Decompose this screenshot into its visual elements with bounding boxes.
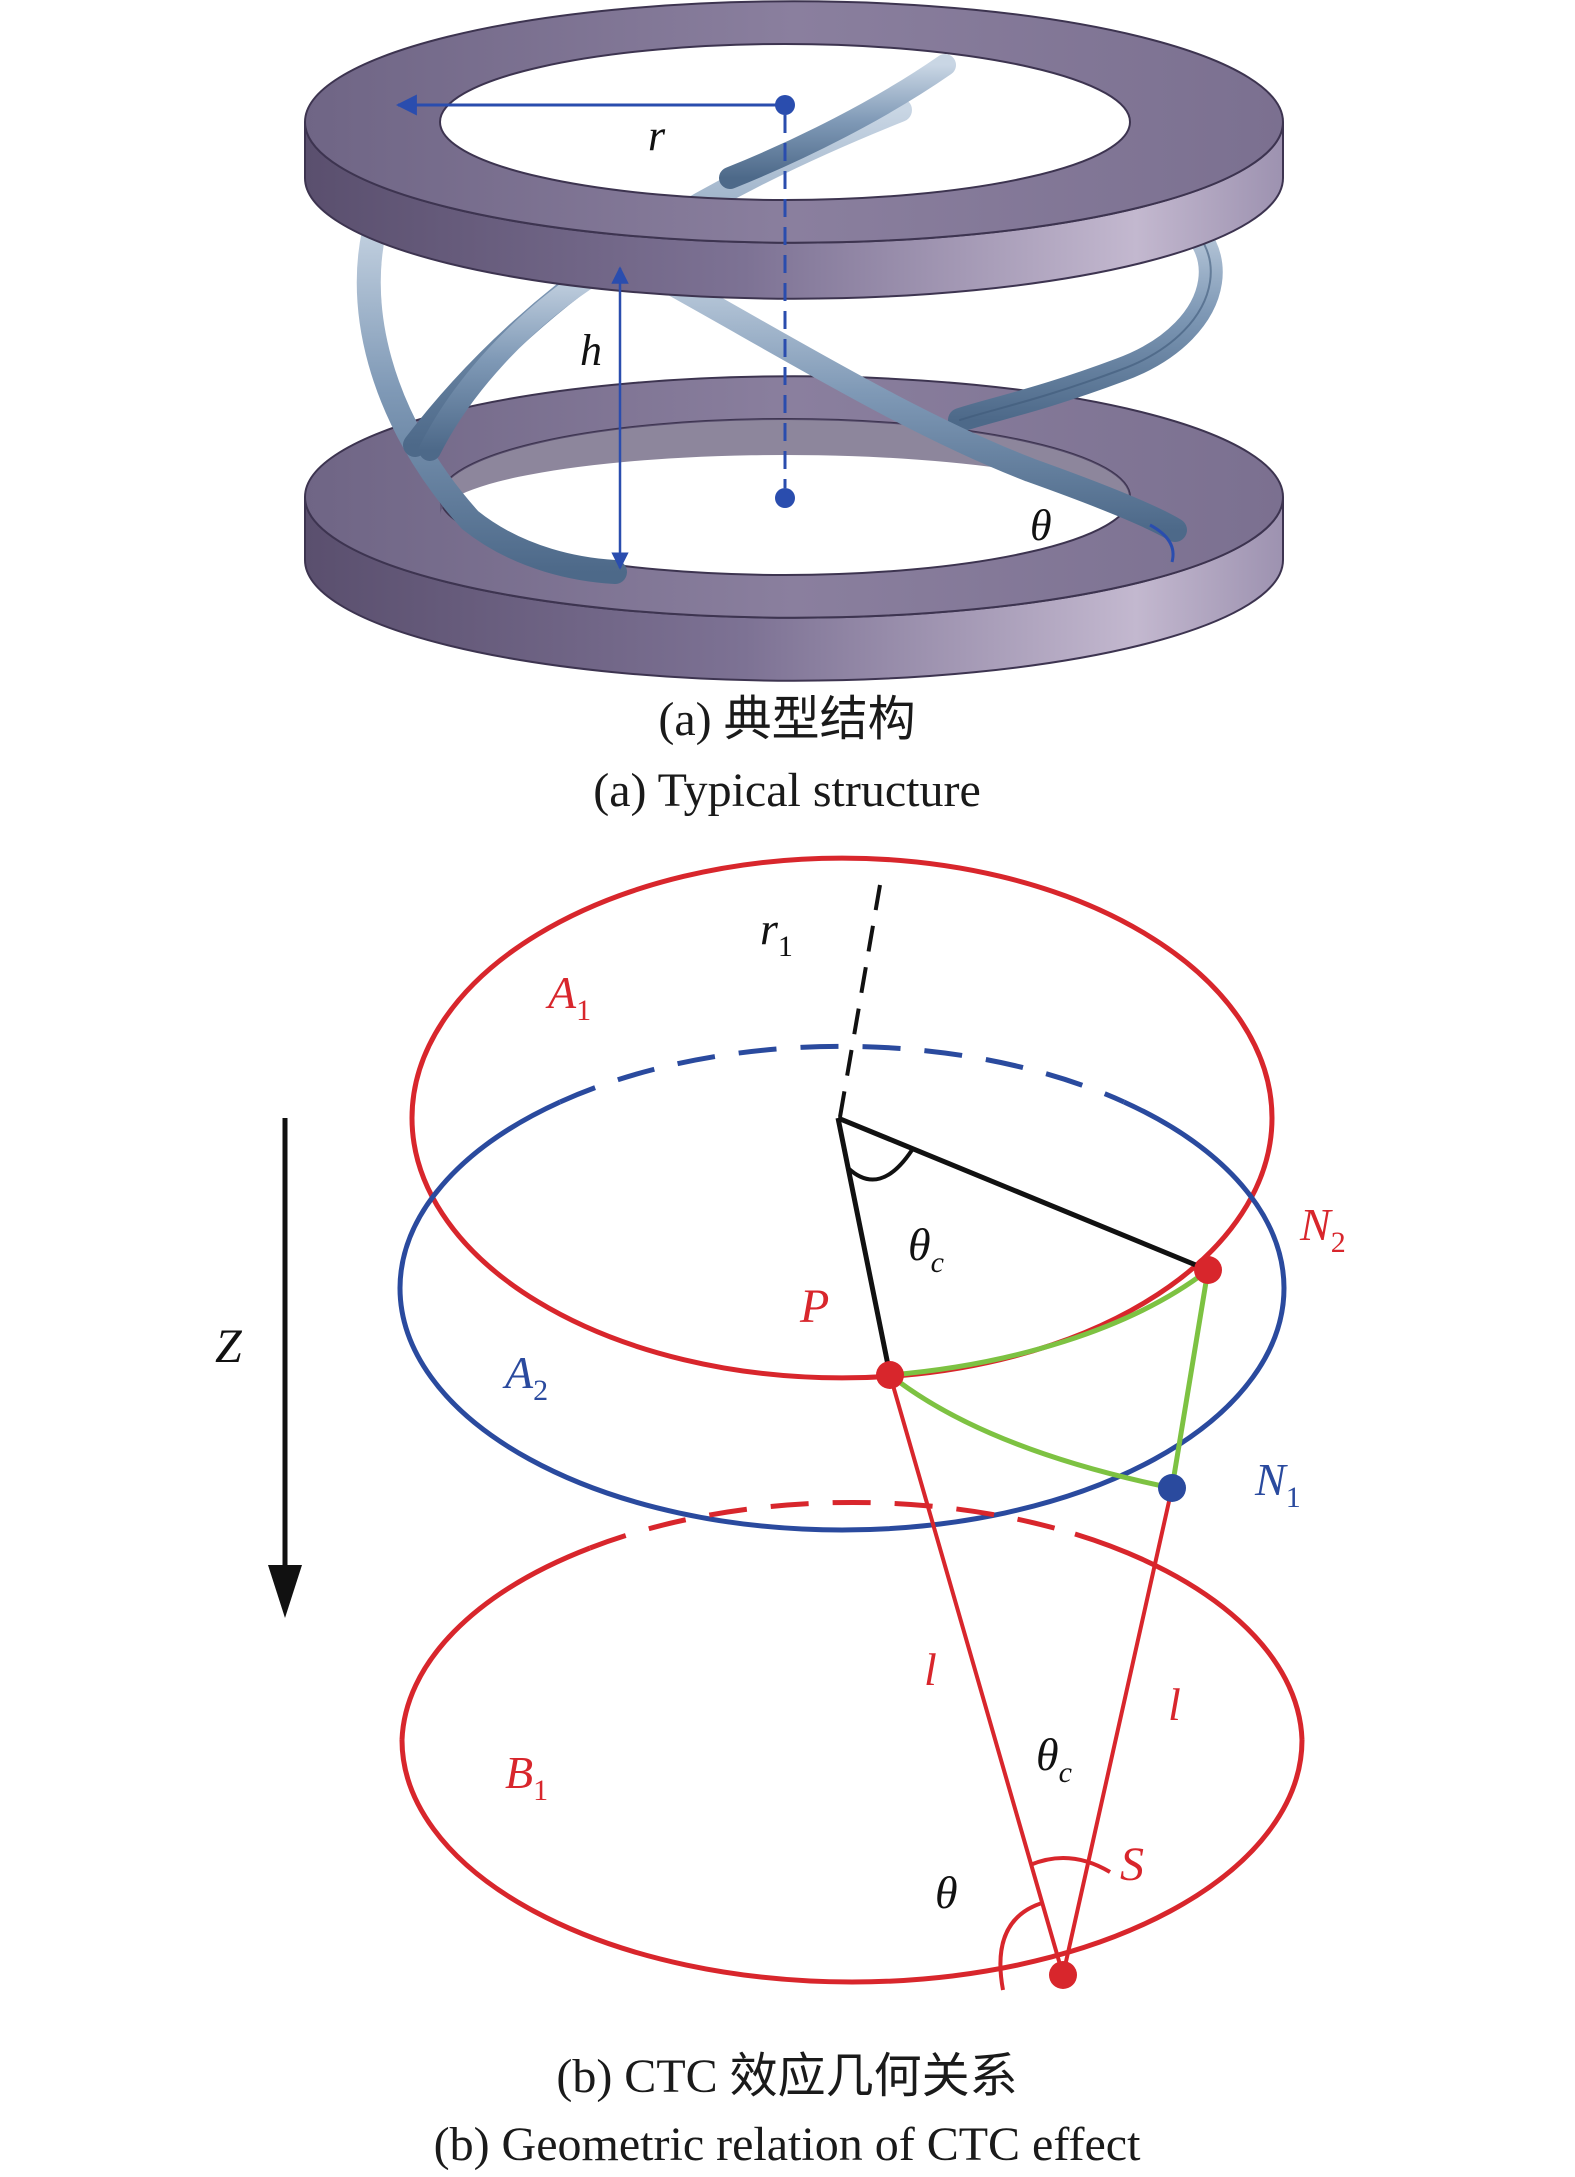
ellipse-b1-back-dashed [589,1499,1076,1551]
label-h: h [580,326,602,375]
label-z: Z [215,1320,243,1373]
label-n1: N1 [1254,1454,1301,1514]
typical-structure-drawing: r h θ [303,0,1285,682]
green-arc-p-n1 [888,1373,1173,1491]
label-b1: B1 [505,1747,548,1807]
rod-front-left [419,259,611,461]
line-n1-to-s [1061,1487,1174,1976]
label-theta-a: θ [1030,501,1052,550]
label-n2: N2 [1299,1199,1346,1259]
top-center-dot [775,95,795,115]
theta-c-arc-top [846,1148,914,1182]
ellipse-b1-front [399,1739,1305,1985]
label-r1: r1 [760,903,793,963]
label-l-left: l [924,1644,937,1695]
rod-left-arc [356,198,627,584]
point-p [876,1361,904,1389]
ellipse-b1-back-right [1074,1531,1305,1741]
rod-through-top-hole [719,54,956,189]
ellipse-a1-front [409,1117,1275,1381]
bottom-center-dot [775,488,795,508]
label-a2: A2 [502,1347,548,1407]
caption-a-cn: (a) 典型结构 [658,693,915,746]
line-center-to-n2 [837,1115,1209,1273]
rod-diagonal-long [608,243,1187,542]
ellipse-a2-back-left [397,1099,562,1289]
label-p: P [799,1280,829,1333]
green-arc-p-n2 [889,1268,1210,1378]
line-p-to-s [888,1374,1065,1976]
label-a1: A1 [545,967,591,1027]
point-n2 [1194,1256,1222,1284]
label-theta-b: θ [935,1867,958,1918]
top-ring-top [303,0,1285,244]
ellipse-a2-back-dashed [558,1043,1126,1105]
label-r: r [648,111,666,160]
label-l-right: l [1168,1679,1181,1730]
ctc-geometry-drawing: r1 A1 A2 B1 N2 N1 P S Z l l θc θc θ [215,855,1346,1991]
label-theta-c-bottom: θc [1036,1729,1072,1789]
z-axis-arrowhead [268,1565,302,1618]
ellipse-b1-back-left [399,1545,591,1741]
point-s [1049,1961,1077,1989]
point-n1 [1158,1474,1186,1502]
caption-b-en: (b) Geometric relation of CTC effect [434,2118,1141,2171]
label-theta-c-top: θc [908,1219,944,1279]
theta-arc-b [998,1901,1043,1991]
theta-arc-a [1149,523,1175,563]
ellipse-a1-back [409,855,1275,1119]
line-center-to-p [835,1117,893,1376]
green-line-n2-n1 [1169,1269,1211,1489]
caption-b-cn: (b) CTC 效应几何关系 [556,2050,1017,2103]
theta-c-arc-bottom [1029,1855,1112,1874]
ellipse-a2-back-right [1122,1099,1287,1289]
label-s: S [1120,1838,1144,1891]
ellipse-a2-front [397,1287,1287,1533]
caption-a-en: (a) Typical structure [593,764,981,817]
r1-dashed-line [838,884,882,1118]
